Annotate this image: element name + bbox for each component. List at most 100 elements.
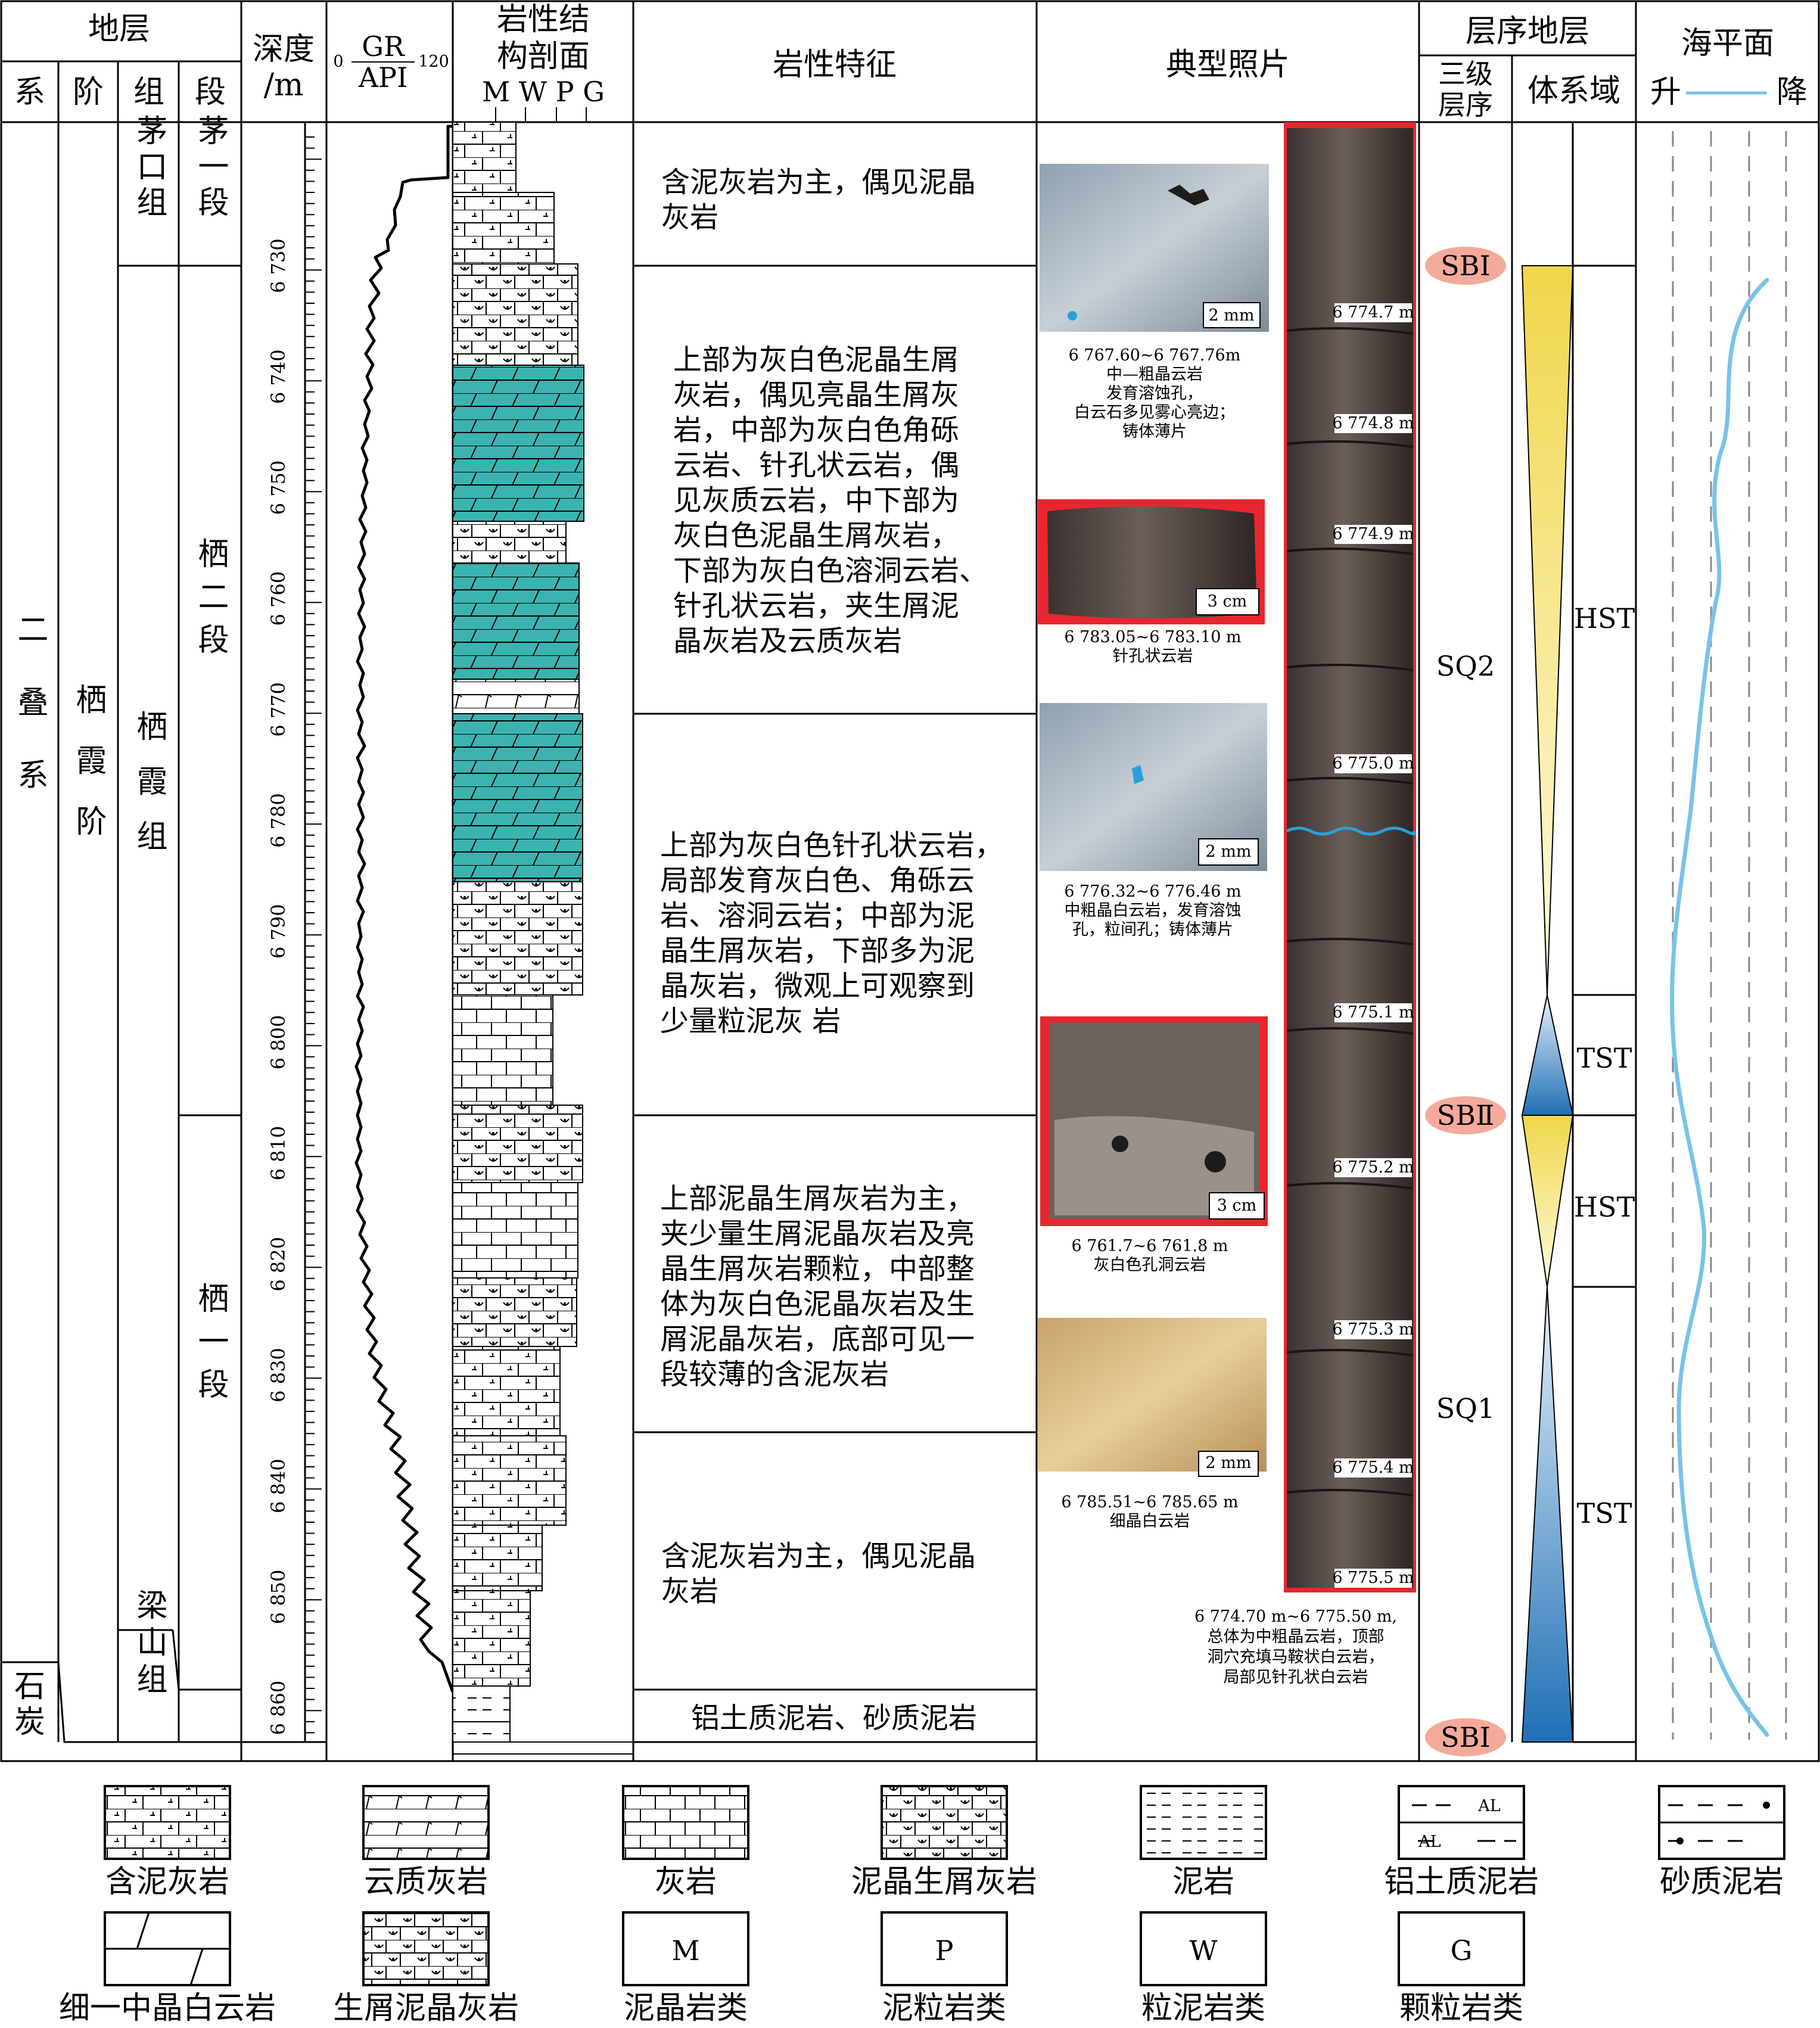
header-lithology-1: 岩性结 <box>497 2 590 38</box>
header-seq-l2: 层序 <box>1438 89 1493 121</box>
photo4-scale: 3 cm <box>1217 1196 1257 1215</box>
sb2-marker: SBⅡ <box>1425 1096 1506 1134</box>
legend-g-symbol: G <box>1451 1934 1473 1967</box>
legend-micritic-bioclastic-limestone <box>881 1785 1008 1860</box>
header-gr-max: 120 <box>418 52 449 71</box>
legend-p-symbol: P <box>935 1934 954 1967</box>
member-qi1: 栖一段 <box>192 1282 228 1411</box>
feature-text-2: 上部为灰白色泥晶生屑灰岩，偶见亮晶生屑灰岩，中部为灰白色角砾云岩、针孔状云岩，偶… <box>673 343 988 658</box>
core-depth-label: 6 775.5 m <box>1332 1569 1414 1587</box>
depth-tick-label: 6 840 <box>267 1458 290 1513</box>
core-depth-label: 6 775.0 m <box>1332 754 1414 773</box>
legend-label: 含泥灰岩 <box>105 1864 229 1900</box>
lithology-column <box>452 122 633 1755</box>
header-features: 岩性特征 <box>773 47 897 83</box>
core-label-box <box>1334 525 1412 544</box>
header-fall: 降 <box>1777 74 1807 110</box>
legend-mudstone-class-m: M <box>622 1911 749 1986</box>
core-depth-label: 6 774.9 m <box>1332 525 1414 543</box>
system-carboniferous: 石炭系 <box>14 1669 45 1740</box>
photo-thin-section-2: 2 mm <box>1040 703 1267 871</box>
core-depth-label: 6 774.8 m <box>1332 414 1414 433</box>
legend-label: 泥晶生屑灰岩 <box>851 1864 1037 1900</box>
core-label-box <box>1334 1458 1412 1478</box>
core-label-box <box>1334 1158 1412 1177</box>
legend-label: 颗粒岩类 <box>1399 1990 1523 2026</box>
features-frame <box>633 265 1037 1743</box>
depth-tick-label: 6 790 <box>267 904 290 959</box>
legend-labels: 含泥灰岩云质灰岩灰岩泥晶生屑灰岩泥岩铝土质泥岩砂质泥岩细一中晶白云岩生屑泥晶灰岩… <box>59 1864 1784 2026</box>
header-seq-l1: 三级 <box>1438 58 1493 90</box>
core-strip <box>1284 122 1416 1592</box>
hst-lower-label: HST <box>1574 1191 1635 1223</box>
header-gr-unit: API <box>358 61 407 94</box>
depth-tick-label: 6 850 <box>267 1570 290 1625</box>
member-mao1: 茅一段 <box>192 114 228 222</box>
sq1-label: SQ1 <box>1436 1392 1495 1424</box>
tst-lower-label: TST <box>1577 1497 1632 1529</box>
system-carb-label-1: 石 <box>14 1669 45 1704</box>
legend-label: 泥粒岩类 <box>882 1990 1006 2026</box>
legend-fine-medium-dolomite <box>104 1911 231 1986</box>
header-depth: 深度 <box>253 32 315 67</box>
depth-tick-label: 6 740 <box>267 349 290 404</box>
core-label-box <box>1334 1003 1412 1022</box>
formation-maokou: 茅口组 <box>131 114 167 222</box>
sq2-label: SQ2 <box>1436 650 1495 682</box>
legend-sandy-mudstone <box>1658 1785 1785 1860</box>
legend-mudstone <box>1140 1785 1267 1860</box>
member-qi2: 栖二段 <box>192 537 228 666</box>
formation-liangshan: 梁山组 <box>131 1589 167 1700</box>
core-label-box <box>1334 414 1412 433</box>
stage-qixia: 栖霞阶 <box>70 683 106 866</box>
sea-level-gridlines <box>1672 131 1787 1740</box>
core-label-box <box>1334 303 1412 322</box>
depth-tick-label: 6 860 <box>267 1681 290 1735</box>
legend-bauxitic-mudstone: AL AL <box>1398 1785 1525 1860</box>
sb1-top-label: SBⅠ <box>1441 250 1491 282</box>
legend-bioclastic-micritic-limestone <box>362 1911 490 1986</box>
core-depth-label: 6 774.7 m <box>1332 303 1414 322</box>
photo-core-vuggy: 3 cm <box>1040 1016 1268 1226</box>
header-stage: 阶 <box>73 74 104 110</box>
hst-upper-label: HST <box>1574 602 1635 634</box>
legend-label: 泥岩 <box>1172 1864 1234 1900</box>
photo5-scale: 2 mm <box>1206 1454 1252 1472</box>
legend-al-1: AL <box>1477 1797 1500 1815</box>
depth-tick-label: 6 770 <box>267 682 290 737</box>
core-caption: 6 774.70 m~6 775.50 m,总体为中粗晶云岩，顶部洞穴充填马鞍状… <box>1194 1607 1397 1687</box>
core-label-box <box>1334 754 1412 773</box>
depth-tick-label: 6 750 <box>267 461 290 515</box>
core-label-box <box>1334 1569 1412 1588</box>
header-sea-level: 海平面 <box>1681 26 1774 61</box>
header-depth-unit: /m <box>264 67 304 103</box>
legend-argillaceous-limestone <box>104 1785 231 1860</box>
depth-tick-label: 6 820 <box>267 1237 290 1292</box>
legend-packstone-class-p: P <box>881 1911 1008 1986</box>
legend-limestone <box>622 1785 749 1860</box>
legend-al-2: AL <box>1418 1833 1441 1851</box>
legend-label: 细一中晶白云岩 <box>59 1990 276 2026</box>
systems-tract-triangles <box>1521 265 1574 1743</box>
header-member: 段 <box>195 74 226 110</box>
system-permian-label: 二叠系 <box>12 613 48 831</box>
photo-core-pinhole: 3 cm <box>1038 499 1265 624</box>
sb1-bottom-marker: SBⅠ <box>1425 1718 1506 1756</box>
photo2-scale: 3 cm <box>1208 592 1247 611</box>
sb1-bottom-label: SBⅠ <box>1441 1721 1491 1753</box>
header-lithology-2: 构剖面 <box>497 39 590 74</box>
legend: AL AL M P W G 含泥灰岩云质灰 <box>59 1785 1785 2026</box>
system-carb-label-2: 炭 <box>14 1704 45 1740</box>
core-depth-label: 6 775.2 m <box>1332 1158 1414 1177</box>
core-depth-label: 6 775.1 m <box>1332 1003 1414 1022</box>
depth-tick-label: 6 730 <box>267 238 290 293</box>
sb1-top-marker: SBⅠ <box>1425 247 1506 285</box>
header-sequence: 层序地层 <box>1466 14 1589 49</box>
photo3-scale: 2 mm <box>1206 842 1252 861</box>
header-system: 系 <box>14 74 45 110</box>
feature-text-6: 铝土质泥岩、砂质泥岩 <box>691 1702 977 1735</box>
header-gr-min: 0 <box>333 52 343 71</box>
